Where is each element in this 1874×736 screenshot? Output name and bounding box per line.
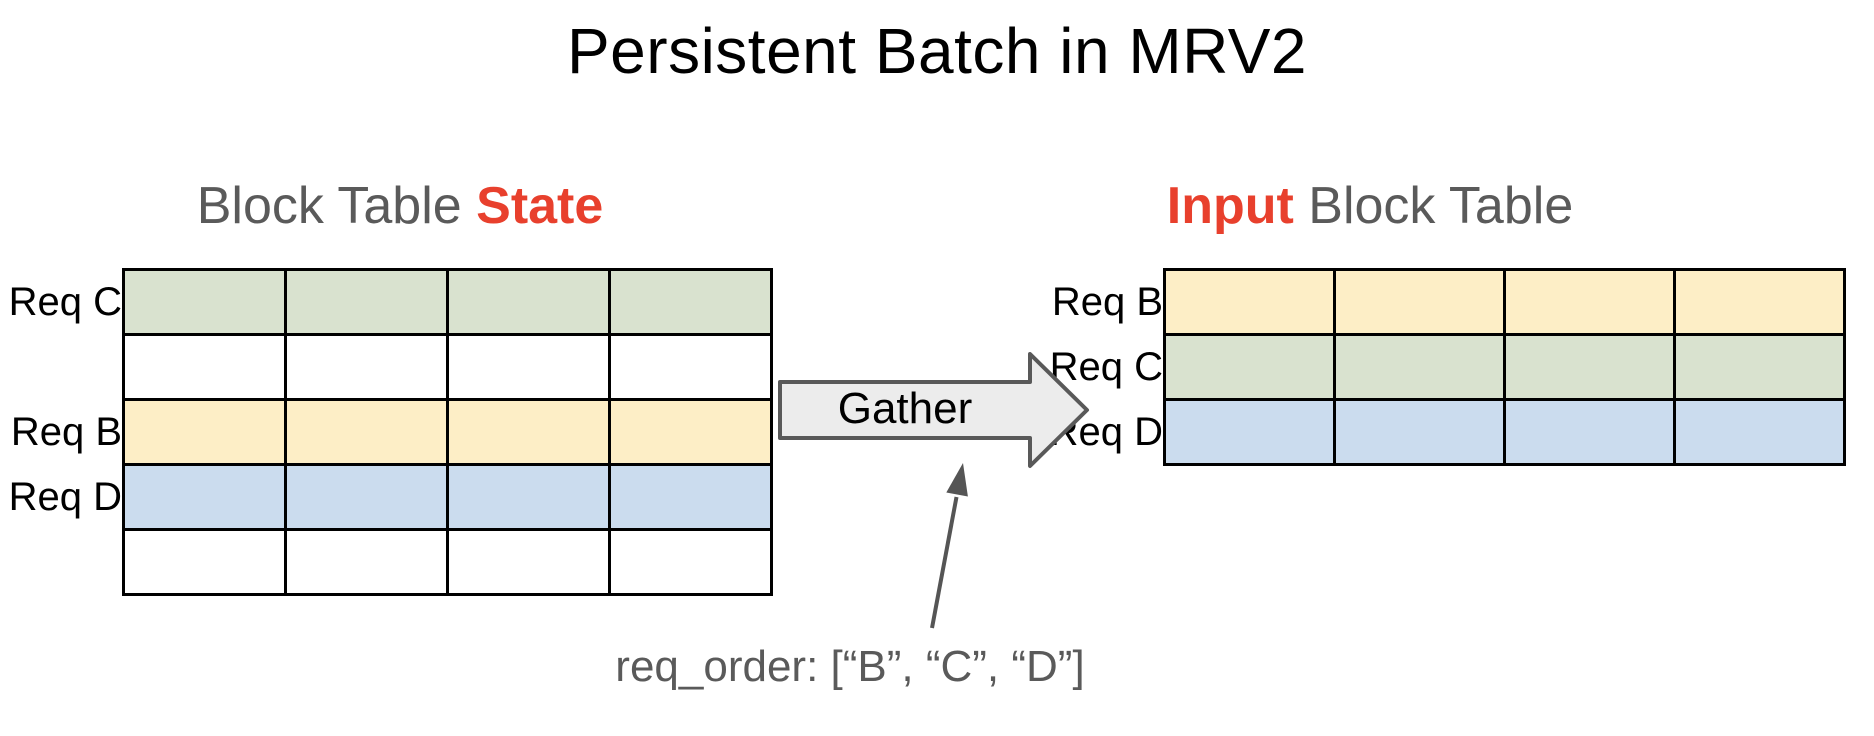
- input-block-table: Req B Req C Req D: [1035, 268, 1846, 466]
- table-cell: [608, 463, 773, 531]
- row-label: [0, 530, 124, 595]
- table-cell: [1333, 398, 1506, 466]
- row-label: [0, 335, 124, 400]
- req-order-annotation: req_order: [“B”, “C”, “D”]: [615, 642, 1085, 691]
- right-heading-highlight-text: Input: [1166, 177, 1294, 235]
- table-cell: [284, 268, 449, 336]
- right-heading-normal-text: Block Table: [1293, 177, 1574, 235]
- table-cell: [1333, 268, 1506, 336]
- table-row: Req D: [0, 463, 773, 531]
- table-cell: [608, 398, 773, 466]
- row-label: Req B: [10, 409, 122, 454]
- block-table-grid: Req C Req B Req D: [0, 268, 773, 596]
- table-cell: [1163, 333, 1336, 401]
- slide-title: Persistent Batch in MRV2: [566, 15, 1308, 87]
- table-row: Req B: [0, 398, 773, 466]
- table-row: Req D: [1035, 398, 1846, 466]
- table-cell: [608, 528, 773, 596]
- left-heading-highlight-text: State: [476, 177, 604, 235]
- table-cell: [446, 528, 611, 596]
- table-cell: [1333, 333, 1506, 401]
- row-label: Req C: [1049, 344, 1163, 389]
- table-cell: [1503, 398, 1676, 466]
- table-cell: [284, 333, 449, 401]
- gather-arrow-icon: [778, 352, 1089, 468]
- annotation-pointer-arrow-icon: [930, 463, 968, 629]
- block-table-grid: Req B Req C Req D: [1035, 268, 1846, 466]
- table-cell: [1673, 268, 1846, 336]
- table-cell: [446, 463, 611, 531]
- table-cell: [446, 333, 611, 401]
- table-row: [0, 333, 773, 401]
- table-cell: [284, 528, 449, 596]
- table-cell: [1673, 398, 1846, 466]
- table-cell: [122, 463, 287, 531]
- table-cell: [1163, 268, 1336, 336]
- right-table-heading: Input Block Table: [1060, 176, 1680, 236]
- row-label: Req D: [8, 474, 122, 519]
- table-cell: [608, 268, 773, 336]
- table-cell: [1163, 398, 1336, 466]
- table-cell: [122, 333, 287, 401]
- table-cell: [1503, 268, 1676, 336]
- table-cell: [122, 398, 287, 466]
- state-block-table: Req C Req B Req D: [0, 268, 773, 596]
- row-label: Req C: [8, 279, 122, 324]
- row-label: Req B: [1051, 279, 1163, 324]
- table-row: Req C: [0, 268, 773, 336]
- table-row: Req C: [1035, 333, 1846, 401]
- left-heading-normal-text: Block Table: [196, 177, 477, 235]
- table-cell: [284, 398, 449, 466]
- table-cell: [1673, 333, 1846, 401]
- table-cell: [122, 268, 287, 336]
- table-row: Req B: [1035, 268, 1846, 336]
- table-cell: [608, 333, 773, 401]
- gather-label: Gather: [837, 384, 973, 433]
- table-cell: [1503, 333, 1676, 401]
- table-row: [0, 528, 773, 596]
- table-cell: [446, 398, 611, 466]
- table-cell: [122, 528, 287, 596]
- left-table-heading: Block Table State: [60, 176, 740, 236]
- table-cell: [284, 463, 449, 531]
- table-cell: [446, 268, 611, 336]
